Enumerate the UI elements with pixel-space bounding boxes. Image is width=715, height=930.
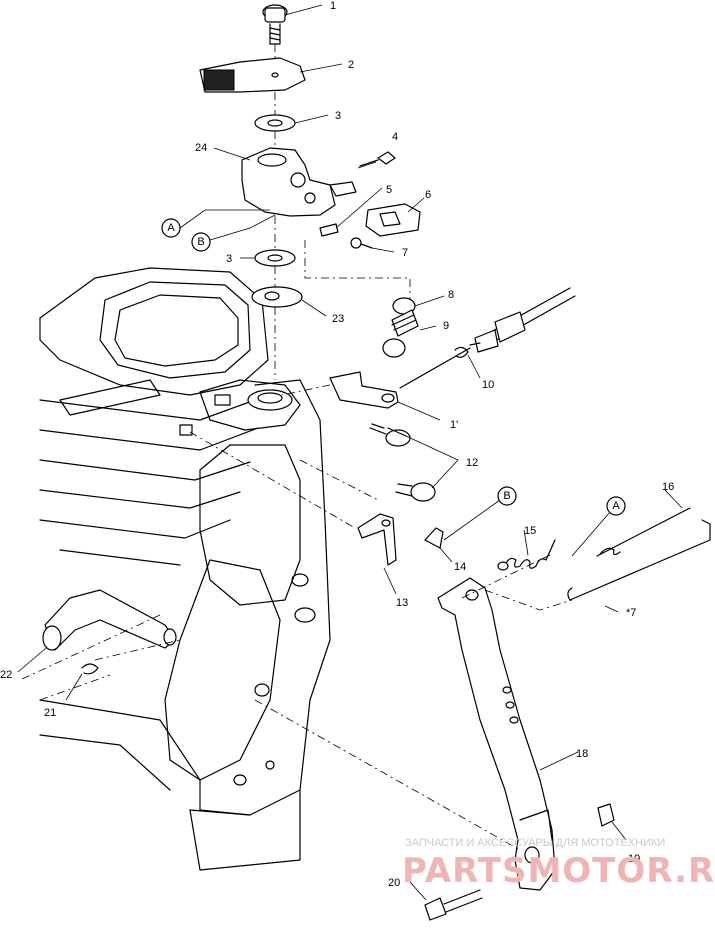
callout-10: 10 xyxy=(482,379,494,391)
callout-6: 6 xyxy=(425,189,431,201)
callout-7: 7 xyxy=(402,247,408,259)
callout-3-upper: 3 xyxy=(335,110,341,122)
callout-12: 12 xyxy=(466,457,478,469)
callout-22: 22 xyxy=(0,669,12,681)
ref-letter-b-right: B xyxy=(497,486,517,506)
watermark-brand: PARTSMOTOR.RU xyxy=(402,851,715,891)
callout-15: 15 xyxy=(524,525,536,537)
ref-letter-text: A xyxy=(167,222,175,234)
ref-letter-a-left: A xyxy=(161,218,181,238)
callout-23: 23 xyxy=(332,313,344,325)
ref-letter-text: B xyxy=(503,490,510,502)
callout-16: 16 xyxy=(662,481,674,493)
callout-star-7: *7 xyxy=(626,607,636,619)
engine-block xyxy=(39,267,331,871)
callout-labels: 1 2 3 24 4 5 6 7 3 8 23 9 10 1' 12 13 14… xyxy=(0,0,674,889)
leader-lines xyxy=(17,4,683,901)
spring-rods xyxy=(497,507,711,601)
callout-18: 18 xyxy=(576,748,588,760)
ref-letter-text: B xyxy=(197,236,204,248)
callout-1: 1 xyxy=(330,0,336,12)
callout-8: 8 xyxy=(448,289,454,301)
watermark-subtitle: ЗАПЧАСТИ И АКСЕССУАРЫ ДЛЯ МОТОТЕХНИКИ xyxy=(405,837,665,849)
callout-9: 9 xyxy=(443,320,449,332)
callout-3-lower: 3 xyxy=(226,253,232,265)
ref-letter-b-left: B xyxy=(191,232,211,252)
watermark: ЗАПЧАСТИ И АКСЕССУАРЫ ДЛЯ МОТОТЕХНИКИ PA… xyxy=(402,837,715,891)
top-stack xyxy=(199,4,421,380)
callout-19: 19 xyxy=(628,853,640,865)
cable-parts xyxy=(329,287,576,409)
callout-14: 14 xyxy=(454,561,466,573)
callout-5: 5 xyxy=(386,184,392,196)
ref-letter-a-right: A xyxy=(606,496,626,516)
callout-1-prime: 1' xyxy=(450,419,458,431)
callout-21: 21 xyxy=(44,707,56,719)
callout-13: 13 xyxy=(396,597,408,609)
callout-24: 24 xyxy=(195,142,207,154)
callout-20: 20 xyxy=(388,877,400,889)
callout-4: 4 xyxy=(392,131,398,143)
lever-arm xyxy=(424,577,615,921)
ref-letter-text: A xyxy=(612,500,620,512)
bracket-parts xyxy=(357,423,444,566)
callout-2: 2 xyxy=(348,59,354,71)
